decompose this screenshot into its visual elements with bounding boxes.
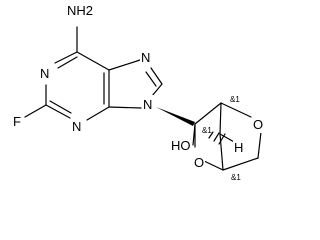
- stereo-middle: &1: [202, 126, 212, 135]
- bond-bottom-bridgehead-o-left: [201, 159, 224, 171]
- bond-bridge-bottom: [219, 133, 224, 171]
- pyrimidine-ring: [24, 26, 110, 121]
- n-top-left-label: N: [40, 66, 49, 81]
- bond-c4-n3: [86, 106, 110, 121]
- bond-o-ch2-right: [257, 131, 262, 159]
- hydrogen-label: H: [234, 140, 243, 155]
- bond-n3-c2-inner: [49, 100, 72, 114]
- bond-c2-f: [24, 104, 47, 118]
- bond-n3-c2: [45, 104, 71, 119]
- bond-n9-c4: [108, 106, 142, 109]
- bond-n1-c6-inner: [57, 56, 78, 69]
- atom-labels: NH2 N N F N N O O HO H: [12, 1, 264, 171]
- stereo-top: &1: [230, 95, 240, 104]
- stereo-labels: &1 &1 &1: [202, 95, 241, 182]
- bicyclic-sugar: [192, 102, 262, 171]
- bond-c1-ch2oh: [192, 123, 196, 146]
- n-imidazole-bottom-label: N: [143, 97, 152, 112]
- o-right-label: O: [253, 117, 263, 132]
- bond-c8-n9: [151, 83, 163, 97]
- bond-n7-c8-inner: [145, 71, 157, 87]
- bond-top-bridgehead-o: [220, 102, 252, 118]
- bond-n1-c6: [54, 51, 78, 64]
- o-left-label: O: [194, 155, 204, 170]
- hydroxyl-label: HO: [171, 138, 191, 153]
- bond-hashed-2: [213, 132, 220, 142]
- f-label: F: [13, 114, 21, 129]
- bond-n7-c8: [150, 67, 163, 85]
- imidazole-ring: [108, 59, 163, 109]
- stereo-bottom: &1: [231, 173, 241, 182]
- n-imidazole-top-label: N: [141, 50, 150, 65]
- bond-hashed-1: [208, 131, 214, 139]
- wedge-bond-n9-c1: [156, 107, 195, 126]
- structure-diagram: NH2 N N F N N O O HO H &1 &1 &1: [12, 1, 264, 182]
- n-bottom-left-label: N: [72, 119, 81, 134]
- bond-hashed-3: [218, 133, 226, 145]
- bond-ch2-bottom-bridgehead: [222, 157, 259, 171]
- nh2-label: NH2: [67, 3, 93, 18]
- bond-c5-n7: [108, 59, 141, 71]
- bond-c6-c5: [76, 51, 110, 71]
- bond-c1-cbridgehead-top: [194, 102, 222, 125]
- bond-bridge-top: [219, 102, 222, 135]
